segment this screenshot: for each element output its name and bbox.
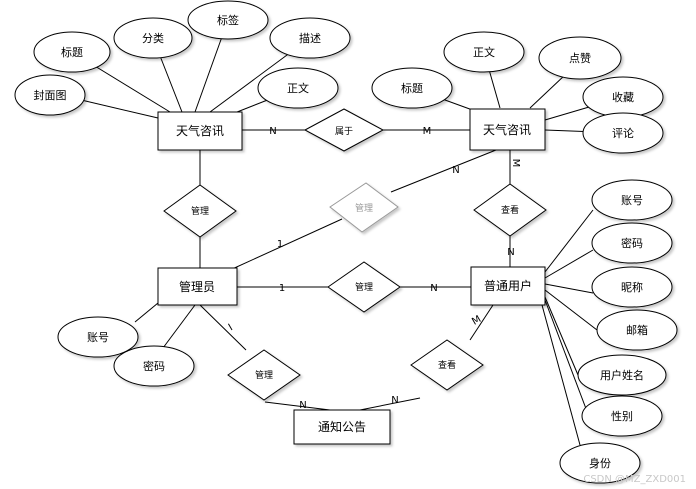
entity-notice: 通知公告: [293, 409, 391, 445]
entity-news-info-left: 天气咨讯: [157, 111, 243, 151]
relationship-manage-user: 管理: [327, 261, 401, 313]
relationship-label: 管理: [191, 205, 209, 217]
attribute-news1-tag: 标签: [187, 0, 269, 40]
cardinality-label: N: [452, 165, 459, 176]
entity-label: 管理员: [179, 279, 215, 294]
attribute-news1-body: 正文: [257, 67, 339, 109]
svg-text:账号: 账号: [87, 331, 109, 344]
relationship-manage-news-right: 管理: [329, 182, 399, 233]
entity-label: 普通用户: [484, 278, 532, 293]
entity-user: 普通用户: [470, 266, 546, 306]
watermark-text: CSDN @MZ_ZXD001: [583, 474, 686, 485]
cardinality-label: N: [391, 395, 398, 406]
entity-admin: 管理员: [157, 267, 238, 306]
svg-text:用户姓名: 用户姓名: [600, 368, 644, 382]
svg-text:标题: 标题: [401, 81, 423, 95]
cardinality-label: N: [299, 400, 306, 411]
attribute-news2-body: 正文: [443, 31, 525, 73]
svg-text:昵称: 昵称: [621, 280, 643, 294]
svg-text:封面图: 封面图: [34, 88, 67, 102]
cardinality-label: 1: [279, 283, 285, 294]
relationship-manage-news-left: 管理: [163, 184, 237, 238]
relationship-label: 查看: [438, 359, 456, 371]
svg-text:点赞: 点赞: [569, 52, 591, 65]
relationship-manage-notice: 管理: [227, 349, 301, 401]
cardinality-label: N: [507, 247, 514, 258]
attribute-news2-like: 点赞: [538, 36, 622, 80]
relationship-belongs: 属于: [303, 108, 385, 152]
relationship-label: 属于: [335, 126, 353, 137]
svg-text:正文: 正文: [473, 45, 495, 59]
svg-text:描述: 描述: [299, 31, 321, 45]
attribute-news1-cover: 封面图: [14, 74, 86, 116]
cardinality-labels: N M 1 N M N 1 N I N N M: [227, 126, 521, 411]
svg-text:收藏: 收藏: [612, 90, 634, 104]
relationship-label: 管理: [355, 202, 373, 214]
svg-text:标签: 标签: [217, 13, 239, 27]
cardinality-label: N: [430, 283, 437, 294]
attribute-news2-comment: 评论: [582, 112, 664, 154]
cardinality-label: M: [423, 126, 432, 137]
attribute-user-idcard: 身份: [559, 442, 641, 484]
svg-text:正文: 正文: [287, 81, 309, 95]
svg-text:性别: 性别: [611, 409, 633, 423]
attribute-news1-category: 分类: [113, 17, 193, 59]
svg-text:账号: 账号: [621, 194, 643, 207]
entity-label: 通知公告: [318, 420, 366, 434]
cardinality-label: M: [470, 314, 483, 328]
svg-text:身份: 身份: [589, 456, 611, 470]
attribute-admin-password: 密码: [113, 345, 195, 387]
relationship-view-notice: 查看: [410, 339, 484, 391]
relationship-label: 管理: [255, 369, 273, 381]
attribute-news1-desc: 描述: [269, 17, 351, 59]
attribute-user-nickname: 昵称: [591, 266, 673, 308]
svg-text:分类: 分类: [142, 31, 164, 45]
attribute-ellipses: 封面图 标题 分类 标签 描述 正文 标题 正文: [14, 0, 678, 484]
cardinality-label: I: [227, 322, 235, 333]
attribute-user-email: 邮箱: [596, 309, 678, 351]
relationship-label: 管理: [355, 281, 373, 293]
attribute-user-gender: 性别: [581, 395, 663, 437]
attribute-news1-title: 标题: [33, 31, 111, 73]
relationship-view-news: 查看: [473, 183, 547, 237]
attribute-admin-account: 账号: [57, 316, 139, 358]
entity-news-info-right: 天气咨讯: [469, 108, 546, 151]
entity-label: 天气咨讯: [483, 122, 531, 137]
svg-text:邮箱: 邮箱: [626, 323, 648, 337]
attribute-news2-fav: 收藏: [582, 76, 664, 118]
svg-text:评论: 评论: [612, 126, 634, 140]
attribute-user-account: 账号: [591, 179, 673, 221]
cardinality-label: 1: [277, 239, 283, 250]
attribute-user-password: 密码: [591, 222, 673, 264]
attribute-user-realname: 用户姓名: [577, 354, 667, 396]
svg-text:密码: 密码: [621, 236, 643, 250]
cardinality-label: N: [269, 126, 276, 137]
entity-label: 天气咨讯: [176, 123, 224, 138]
attribute-news2-title: 标题: [371, 67, 453, 109]
relationship-label: 查看: [501, 204, 519, 216]
cardinality-label: M: [510, 159, 521, 168]
svg-text:密码: 密码: [143, 359, 165, 373]
svg-text:标题: 标题: [61, 45, 83, 59]
